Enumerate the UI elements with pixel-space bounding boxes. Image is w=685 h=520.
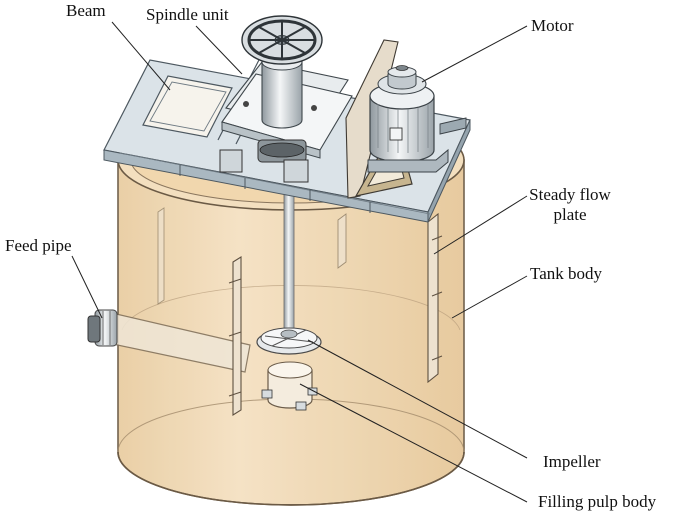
label-filling-pulp-body: Filling pulp body [538,492,657,511]
leader-beam [111,21,171,91]
feed-pipe [87,309,251,373]
label-impeller: Impeller [543,452,601,471]
leader-spindle-unit [195,25,243,75]
leader-filling-pulp-body [299,383,528,503]
label-beam: Beam [66,1,106,20]
leader-impeller [307,339,528,459]
leader-steady-flow-plate [433,195,528,255]
impeller [256,327,322,355]
label-steady-flow-plate-line1: Steady flow [529,185,611,204]
leader-feed-pipe [71,255,103,319]
leader-motor [421,25,528,83]
label-steady-flow-plate: Steady flow plate [528,185,612,225]
leader-lines [71,21,528,503]
steady-flow-plates [157,207,443,416]
filling-pulp-body [261,361,318,411]
leader-tank-body [451,275,528,319]
spindle-shaft [283,189,295,341]
spindle-unit [219,15,353,183]
motor [345,39,467,199]
label-feed-pipe: Feed pipe [5,236,72,255]
label-motor: Motor [531,16,574,35]
label-tank-body: Tank body [530,264,602,283]
label-spindle-unit: Spindle unit [146,5,229,24]
label-steady-flow-plate-line2: plate [553,205,587,224]
